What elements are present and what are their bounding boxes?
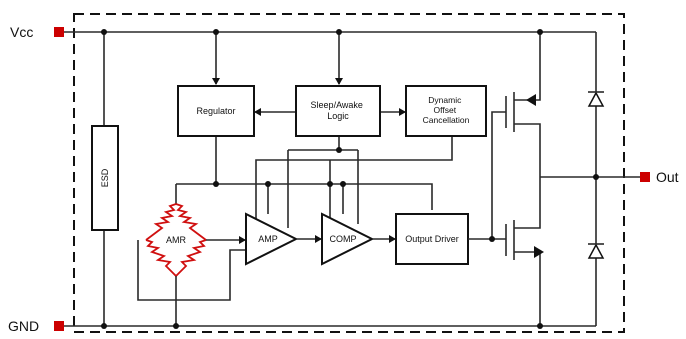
comp-label: COMP — [330, 234, 357, 244]
package-boundary — [73, 13, 625, 333]
amp-block — [245, 212, 299, 266]
junction-dot — [336, 147, 342, 153]
junction-dot — [213, 181, 219, 187]
amr-bridge — [145, 203, 207, 277]
gnd-pin-label: GND — [8, 318, 39, 334]
sleep-awake-label: Sleep/Awake Logic — [311, 100, 366, 121]
gnd-pin-marker — [54, 321, 64, 331]
arrow-into-amp — [239, 236, 246, 244]
out-pin-label: Out — [656, 169, 679, 185]
offset-line-1: Dynamic — [428, 95, 462, 105]
dynamic-offset-cancellation-block — [405, 85, 487, 137]
offset-down — [255, 136, 453, 180]
arrow-into-offset — [399, 108, 406, 116]
junction-dot — [489, 236, 495, 242]
sleep-awake-line-1: Sleep/Awake — [311, 100, 363, 110]
offset-line-2: Offset — [434, 105, 457, 115]
nmos-transistor — [505, 177, 544, 326]
junction-dot — [173, 323, 179, 329]
upper-clamp-diode — [587, 32, 605, 177]
junction-dot — [537, 29, 543, 35]
junction-dot — [327, 181, 333, 187]
internal-rail — [176, 183, 433, 210]
arrow-into-comp — [315, 235, 322, 243]
arrow-into-regulator — [212, 78, 220, 85]
junction-dot — [265, 181, 271, 187]
sleep-awake-logic-block — [295, 85, 381, 137]
sleep-awake-line-2: Logic — [327, 111, 349, 121]
out-pin-marker — [640, 172, 650, 182]
junction-dot — [537, 323, 543, 329]
junction-dot — [213, 29, 219, 35]
regulator-block — [177, 85, 255, 137]
pmos-transistor — [505, 32, 541, 177]
junction-dot — [336, 29, 342, 35]
regulator-label: Regulator — [196, 106, 235, 116]
output-driver-label: Output Driver — [405, 234, 459, 244]
dynamic-offset-label: Dynamic Offset Cancellation — [423, 95, 470, 125]
junction-dot — [593, 174, 599, 180]
lower-clamp-diode — [587, 177, 605, 326]
arrow-into-driver — [389, 235, 396, 243]
driver-to-pmos — [491, 111, 506, 239]
arrow-into-sleep-logic — [335, 78, 343, 85]
esd-block — [91, 125, 119, 231]
offset-line-3: Cancellation — [423, 115, 470, 125]
arrow-into-regulator-side — [254, 108, 261, 116]
amr-label: AMR — [166, 235, 187, 245]
junction-dot — [101, 29, 107, 35]
junction-dot — [340, 181, 346, 187]
vcc-pin-marker — [54, 27, 64, 37]
comp-block — [321, 212, 375, 266]
amp-label: AMP — [258, 234, 278, 244]
esd-label: ESD — [100, 168, 110, 187]
vcc-pin-label: Vcc — [10, 24, 33, 40]
junction-dot — [101, 323, 107, 329]
amr-left-ref — [137, 240, 246, 301]
